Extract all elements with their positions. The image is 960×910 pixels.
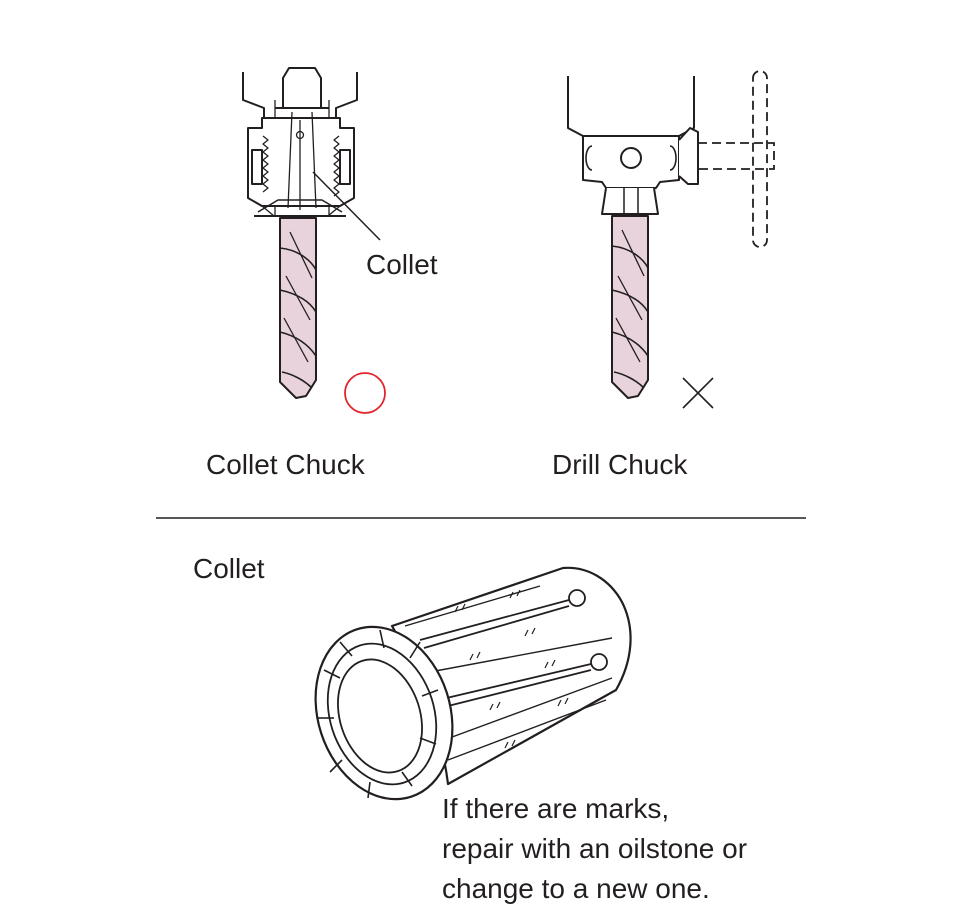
- ng-cross-mark: [682, 377, 714, 409]
- collet-callout-label: Collet: [366, 249, 438, 280]
- collet-note-line-2: repair with an oilstone or: [442, 833, 747, 864]
- collet-note-line-1: If there are marks,: [442, 793, 669, 824]
- collet-section-title: Collet: [193, 553, 265, 584]
- collet-callout-leader: [312, 171, 381, 241]
- collet-closeup-illustration: [314, 566, 632, 801]
- collet-drill-bit: [279, 217, 317, 399]
- collet-chuck-title: Collet Chuck: [206, 449, 366, 480]
- collet-chuck-illustration: [242, 67, 358, 217]
- drill-chuck-title: Drill Chuck: [552, 449, 688, 480]
- chuck-key-dashed: [697, 70, 775, 248]
- collet-note-line-3: change to a new one.: [442, 873, 710, 904]
- drill-chuck-drill-bit: [611, 215, 649, 399]
- ok-circle-mark: [344, 372, 386, 414]
- drill-chuck-illustration: [567, 76, 699, 215]
